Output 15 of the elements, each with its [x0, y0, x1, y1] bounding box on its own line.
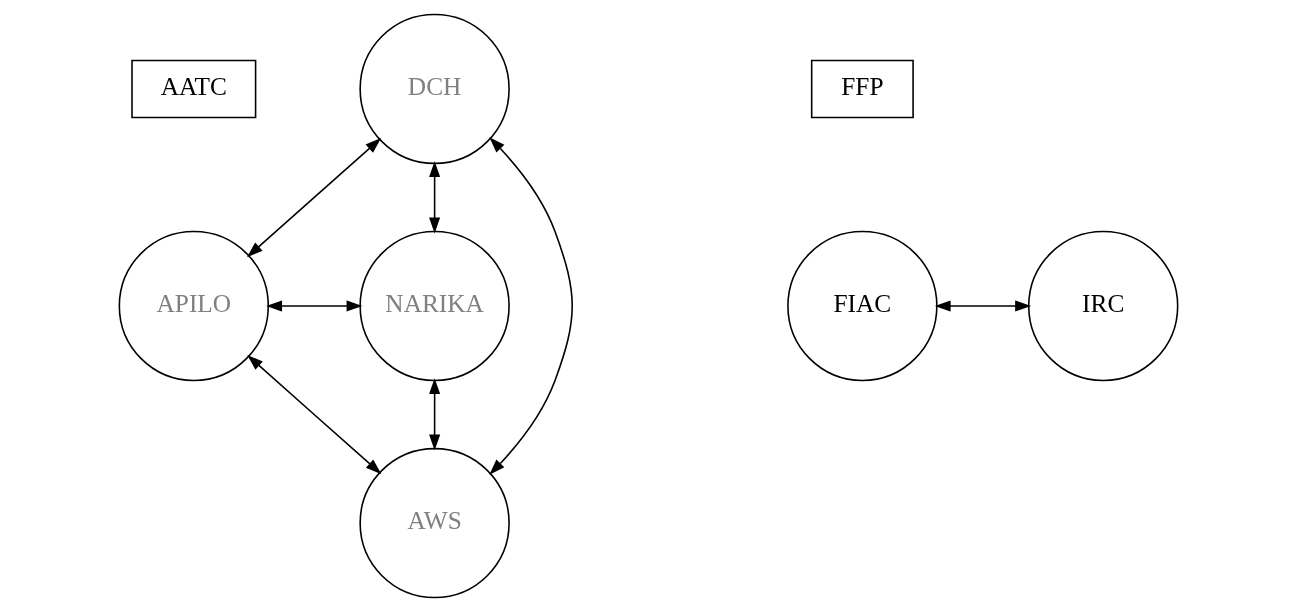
node-circle: FIAC [786, 230, 938, 382]
node-circle: NARIKA [358, 230, 510, 382]
arrow [265, 300, 362, 312]
arrow [428, 161, 440, 234]
node-box: AATC [130, 59, 256, 119]
arrow [246, 355, 381, 475]
node-circle: DCH [358, 13, 510, 165]
node-box: FFP [810, 59, 914, 119]
node-circle: IRC [1027, 230, 1178, 382]
node-circle: APILO [118, 230, 269, 382]
arrow [488, 137, 573, 475]
node-circle: AWS [358, 447, 510, 599]
arrow [934, 300, 1031, 312]
arrow [428, 378, 440, 451]
arrow [246, 138, 381, 258]
